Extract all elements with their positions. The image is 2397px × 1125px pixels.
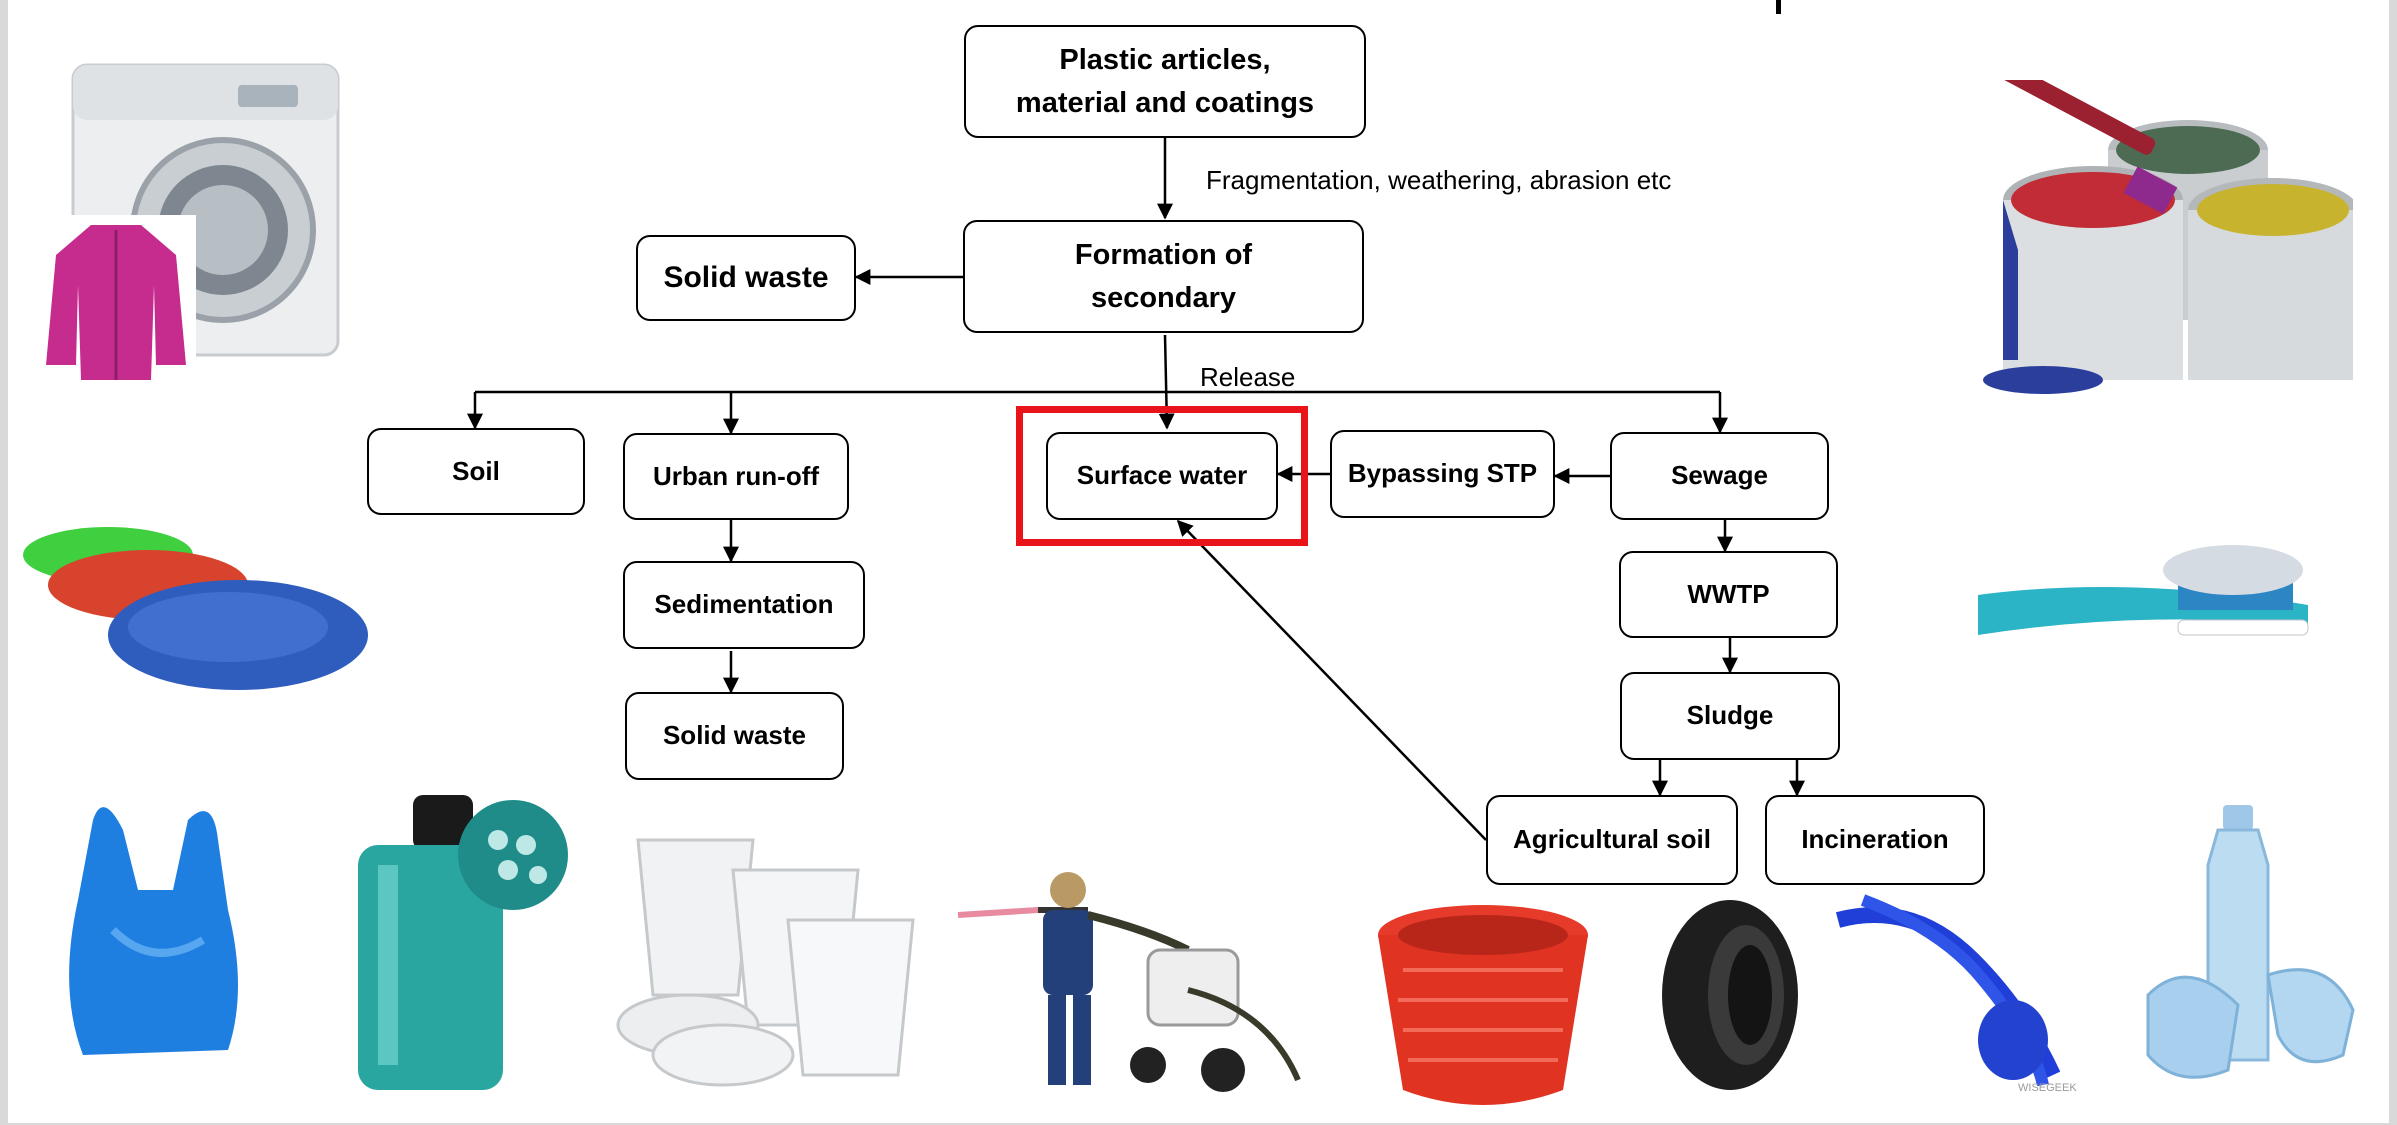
blue-rope-icon <box>1833 890 2073 1090</box>
edge-label-release: Release <box>1200 362 1296 392</box>
foam-cups-icon <box>616 838 915 1087</box>
shower-gel-microbeads-icon <box>358 795 568 1090</box>
top-edge-mark <box>1776 0 1781 14</box>
plastic-bag-icon <box>69 807 238 1055</box>
node-surface-water-label: Surface water <box>1076 460 1248 491</box>
paint-cans-icon <box>1983 80 2353 394</box>
node-sewage-label: Sewage <box>1671 460 1768 491</box>
image-caption: WISEGEEK <box>2018 1082 2077 1094</box>
node-bypassing-stp-label: Bypassing STP <box>1347 458 1538 489</box>
diagram-canvas: Plastic articles, material and coatings … <box>8 0 2389 1123</box>
node-sludge-label: Sludge <box>1686 700 1774 731</box>
node-solid-waste-bottom-label: Solid waste <box>662 720 807 751</box>
plastic-pellets-icon <box>23 527 368 690</box>
node-formation-of-secondary-label: Formation of secondary <box>1074 239 1253 314</box>
node-agricultural-soil: Agricultural soil <box>1486 795 1738 885</box>
tyre-icon <box>1662 900 1798 1090</box>
node-incineration-label: Incineration <box>1801 824 1949 855</box>
node-sewage: Sewage <box>1610 432 1829 520</box>
surface-water-highlight <box>1016 406 1308 546</box>
node-wwtp-label: WWTP <box>1687 578 1770 609</box>
node-agricultural-soil-label: Agricultural soil <box>1513 824 1711 855</box>
node-sludge: Sludge <box>1620 672 1840 760</box>
edge-label-fragmentation: Fragmentation, weathering, abrasion etc <box>1206 165 1672 195</box>
node-sedimentation-label: Sedimentation <box>654 589 834 620</box>
node-urban-run-off: Urban run-off <box>623 433 849 520</box>
node-soil: Soil <box>367 428 585 515</box>
node-solid-waste-top: Solid waste <box>636 235 856 321</box>
node-bypassing-stp: Bypassing STP <box>1330 430 1555 518</box>
node-sedimentation: Sedimentation <box>623 561 865 649</box>
node-urban-run-off-label: Urban run-off <box>652 460 820 491</box>
fleece-jacket-icon <box>36 215 196 385</box>
node-incineration: Incineration <box>1765 795 1985 885</box>
node-solid-waste-top-label: Solid waste <box>663 261 829 295</box>
toothbrush-icon <box>1978 545 2309 636</box>
node-plastic-articles: Plastic articles, material and coatings <box>964 25 1366 138</box>
sandblasting-worker-icon <box>957 872 1301 1092</box>
node-plastic-articles-label: Plastic articles, material and coatings <box>1015 44 1315 119</box>
node-formation-of-secondary: Formation of secondary <box>963 220 1364 333</box>
plastic-bottles-icon <box>2146 805 2355 1079</box>
red-basket-icon <box>1378 905 1588 1105</box>
node-wwtp: WWTP <box>1619 551 1838 638</box>
node-surface-water: Surface water <box>1046 432 1278 520</box>
node-soil-label: Soil <box>452 455 500 486</box>
edge-agricultural-soil-to-surface-water <box>1176 519 1487 841</box>
node-solid-waste-bottom: Solid waste <box>625 692 844 780</box>
